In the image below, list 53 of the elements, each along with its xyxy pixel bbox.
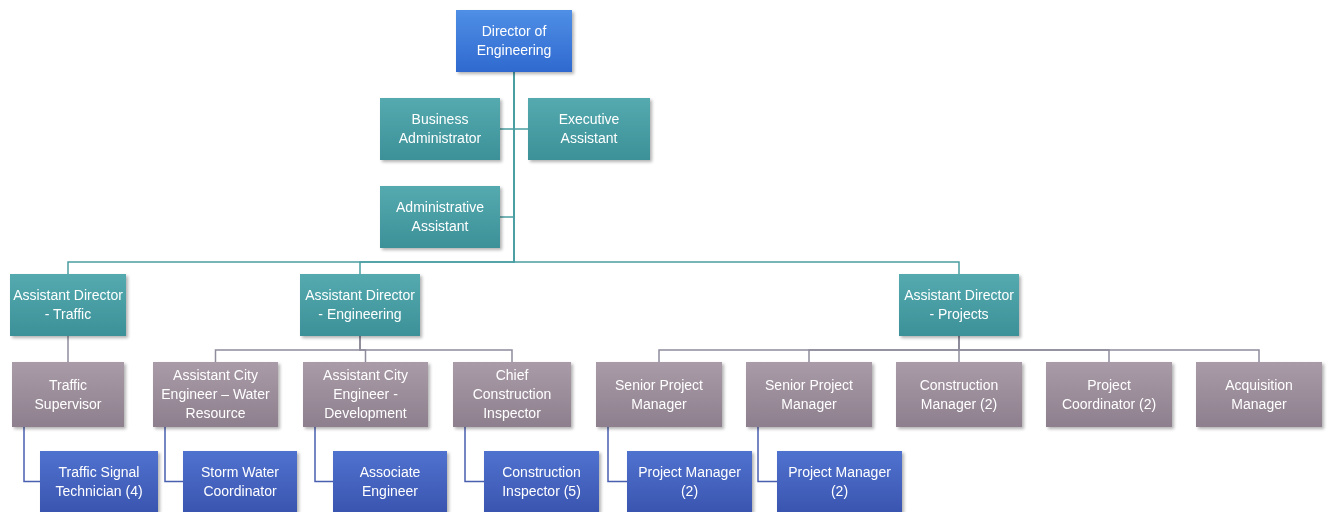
org-box (899, 274, 1019, 336)
org-box (746, 362, 872, 427)
role-title: Acquisition Manager (1224, 375, 1294, 414)
org-box (183, 451, 297, 512)
org-box (10, 274, 126, 336)
org-box (1196, 362, 1322, 427)
role-title: Administrative Assistant (395, 198, 485, 236)
role-title: Storm Water Coordinator (199, 462, 280, 501)
role-title: Project Manager (2) (637, 462, 742, 501)
connector-line (958, 335, 1260, 363)
org-box (596, 362, 722, 427)
connector-line (359, 335, 513, 363)
role-title: Traffic Signal Technician (4) (54, 462, 144, 501)
org-box (777, 451, 902, 512)
role-title: Assistant City Engineer - Development (322, 366, 409, 423)
role-title: Senior Project Manager (614, 375, 704, 414)
role-title: Assistant Director - Traffic (13, 286, 123, 324)
org-box (300, 274, 420, 336)
org-box (456, 10, 572, 72)
org-box (380, 98, 500, 160)
org-box (484, 451, 599, 512)
connector-line (314, 426, 334, 483)
org-box (40, 451, 158, 512)
org-box (333, 451, 447, 512)
org-box (380, 186, 500, 248)
role-title: Director of Engineering (475, 22, 553, 60)
connector-line (23, 426, 41, 483)
role-title: Construction Inspector (5) (501, 462, 582, 501)
role-title: Senior Project Manager (764, 375, 854, 414)
role-title: Executive Assistant (557, 110, 621, 148)
role-title: Chief Construction Inspector (471, 366, 553, 423)
org-box (303, 362, 428, 427)
role-title: Traffic Supervisor (33, 375, 103, 414)
org-box (896, 362, 1022, 427)
connector-line (757, 426, 778, 483)
org-box (1046, 362, 1172, 427)
org-box (528, 98, 650, 160)
role-title: Business Administrator (397, 110, 483, 148)
org-box (453, 362, 571, 427)
role-title: Associate Engineer (358, 462, 422, 501)
org-box (153, 362, 278, 427)
role-title: Assistant City Engineer – Water Resource (160, 366, 271, 423)
role-title: Assistant Director - Projects (903, 286, 1015, 324)
connector-line (164, 426, 184, 483)
role-title: Project Manager (2) (787, 462, 892, 501)
connector-line (464, 426, 485, 483)
role-title: Construction Manager (2) (918, 375, 1000, 414)
role-title: Project Coordinator (2) (1060, 375, 1158, 414)
role-title: Assistant Director - Engineering (304, 286, 416, 324)
connector-line (67, 335, 69, 363)
org-box (12, 362, 124, 427)
connector-line (607, 426, 628, 483)
org-box (627, 451, 752, 512)
